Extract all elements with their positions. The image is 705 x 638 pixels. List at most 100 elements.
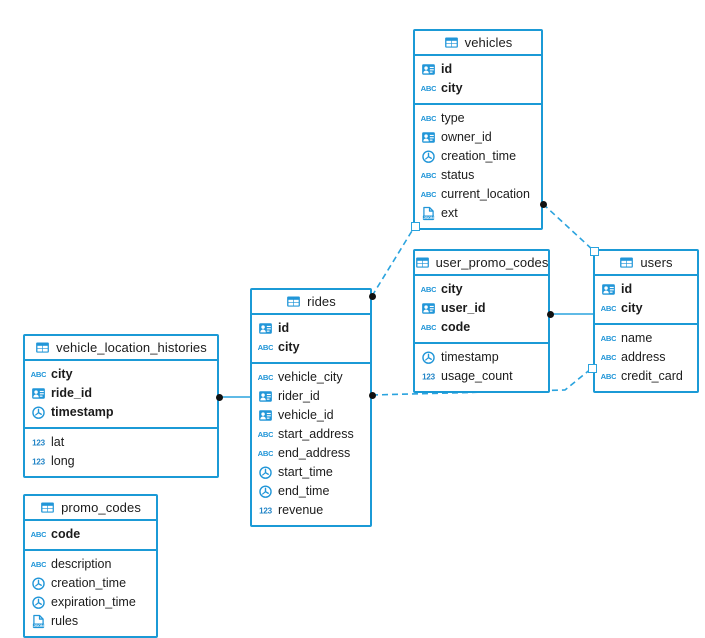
table-icon bbox=[287, 296, 301, 307]
column-row[interactable]: timestamp bbox=[415, 348, 548, 367]
column-row[interactable]: JSON rules bbox=[25, 612, 156, 631]
column-row[interactable]: 123 long bbox=[25, 452, 217, 471]
column-row[interactable]: id bbox=[252, 319, 370, 338]
relationship-line-rel-rides-vehicles bbox=[371, 225, 416, 297]
column-row[interactable]: expiration_time bbox=[25, 593, 156, 612]
column-name-label: city bbox=[51, 367, 73, 382]
svg-text:ABC: ABC bbox=[258, 449, 273, 458]
column-name-label: timestamp bbox=[51, 405, 114, 420]
svg-text:ABC: ABC bbox=[258, 373, 273, 382]
column-name-label: end_time bbox=[278, 484, 330, 499]
column-row[interactable]: ABC city bbox=[595, 299, 697, 318]
clock-icon bbox=[259, 466, 272, 479]
relationship-dot-marker-vehicles bbox=[539, 200, 547, 208]
column-row[interactable]: creation_time bbox=[25, 574, 156, 593]
column-row[interactable]: id bbox=[595, 280, 697, 299]
clock-icon bbox=[259, 485, 272, 498]
abc-icon: ABC bbox=[601, 334, 616, 343]
svg-text:123: 123 bbox=[422, 373, 436, 382]
svg-text:ABC: ABC bbox=[601, 304, 616, 313]
relationship-dot-marker-user_promo_codes bbox=[546, 310, 554, 318]
column-row[interactable]: ABC code bbox=[25, 525, 156, 544]
column-row[interactable]: rider_id bbox=[252, 387, 370, 406]
table-icon bbox=[415, 257, 429, 268]
123-icon: 123 bbox=[259, 507, 273, 516]
column-name-label: user_id bbox=[441, 301, 486, 316]
column-row[interactable]: timestamp bbox=[25, 403, 217, 422]
column-name-label: code bbox=[51, 527, 81, 542]
entity-header-rides: rides bbox=[252, 290, 370, 315]
entity-header-vehicles: vehicles bbox=[415, 31, 541, 56]
column-name-label: owner_id bbox=[441, 130, 492, 145]
column-row[interactable]: start_time bbox=[252, 463, 370, 482]
svg-text:JSON: JSON bbox=[33, 623, 44, 628]
relationship-square-marker-vehicles bbox=[410, 221, 420, 231]
id-card-icon bbox=[602, 284, 615, 295]
column-name-label: id bbox=[621, 282, 633, 297]
table-icon bbox=[41, 502, 54, 513]
column-row[interactable]: owner_id bbox=[415, 128, 541, 147]
id-card-icon bbox=[32, 388, 45, 399]
column-name-label: city bbox=[441, 282, 463, 297]
column-row[interactable]: creation_time bbox=[415, 147, 541, 166]
table-icon bbox=[444, 37, 458, 48]
id-card-icon bbox=[259, 323, 272, 334]
column-row[interactable]: ride_id bbox=[25, 384, 217, 403]
column-row[interactable]: end_time bbox=[252, 482, 370, 501]
clock-icon bbox=[32, 596, 45, 609]
column-row[interactable]: user_id bbox=[415, 299, 548, 318]
column-name-label: city bbox=[278, 340, 300, 355]
column-name-label: vehicle_city bbox=[278, 370, 343, 385]
relationship-square-marker-users bbox=[589, 246, 599, 256]
entity-header-user_promo_codes: user_promo_codes bbox=[415, 251, 548, 276]
column-name-label: long bbox=[51, 454, 75, 469]
column-name-label: city bbox=[621, 301, 643, 316]
column-row[interactable]: ABC vehicle_city bbox=[252, 368, 370, 387]
column-name-label: timestamp bbox=[441, 350, 499, 365]
column-row[interactable]: ABC end_address bbox=[252, 444, 370, 463]
svg-text:ABC: ABC bbox=[601, 334, 616, 343]
column-row[interactable]: vehicle_id bbox=[252, 406, 370, 425]
column-name-label: ride_id bbox=[51, 386, 92, 401]
svg-text:ABC: ABC bbox=[31, 530, 46, 539]
entity-title-label: vehicle_location_histories bbox=[56, 340, 207, 355]
entity-title-label: vehicles bbox=[464, 35, 513, 50]
abc-icon: ABC bbox=[258, 373, 273, 382]
column-name-label: end_address bbox=[278, 446, 351, 461]
relationship-dot-marker-rides bbox=[368, 292, 376, 300]
column-name-label: rules bbox=[51, 614, 79, 629]
id-card-icon bbox=[422, 303, 435, 314]
svg-text:JSON: JSON bbox=[423, 215, 434, 220]
column-row[interactable]: id bbox=[415, 60, 541, 79]
123-icon: 123 bbox=[32, 458, 46, 467]
json-icon: JSON bbox=[422, 206, 435, 221]
column-name-label: code bbox=[441, 320, 471, 335]
